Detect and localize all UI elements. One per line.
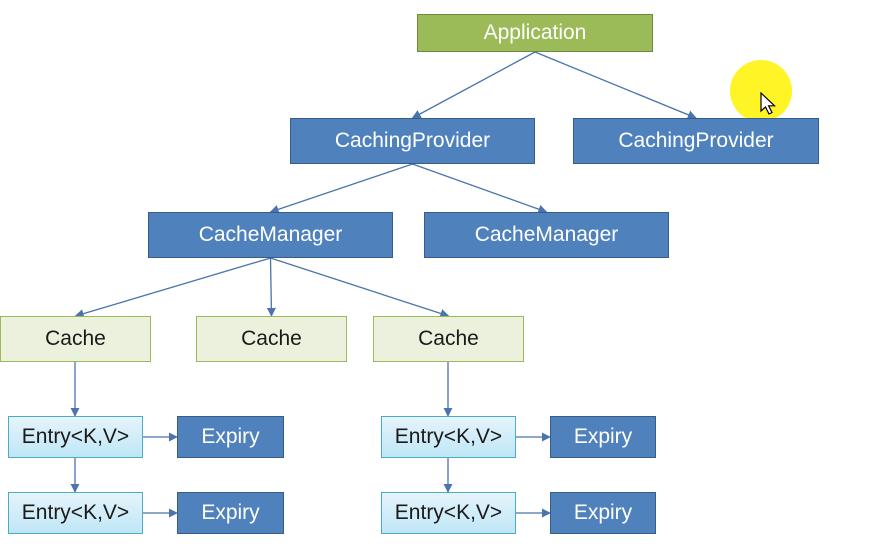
node-e3: Entry<K,V> — [381, 416, 516, 458]
edge-cp1-cm1 — [269, 163, 413, 214]
node-app: Application — [417, 14, 653, 52]
node-label: Expiry — [573, 425, 633, 448]
node-label: CacheManager — [198, 223, 343, 246]
node-label: Cache — [241, 327, 302, 350]
mouse-pointer-icon — [760, 92, 777, 115]
node-label: Entry<K,V> — [21, 501, 130, 524]
edge-cp1-cm2 — [412, 163, 548, 214]
node-c1: Cache — [0, 316, 151, 362]
node-x2: Expiry — [177, 492, 284, 534]
node-label: Entry<K,V> — [21, 425, 130, 448]
node-c3: Cache — [373, 316, 524, 362]
node-label: Entry<K,V> — [394, 501, 503, 524]
edge-cm1-c2 — [266, 257, 276, 317]
node-cp2: CachingProvider — [573, 118, 819, 164]
edge-cm1-c3 — [270, 257, 450, 318]
node-cm2: CacheManager — [424, 212, 669, 258]
node-label: Cache — [45, 327, 106, 350]
node-x4: Expiry — [550, 492, 656, 534]
node-x3: Expiry — [550, 416, 656, 458]
node-cp1: CachingProvider — [290, 118, 535, 164]
node-e1: Entry<K,V> — [8, 416, 143, 458]
node-x1: Expiry — [177, 416, 284, 458]
node-label: CacheManager — [474, 223, 619, 246]
node-label: Expiry — [573, 501, 633, 524]
node-e2: Entry<K,V> — [8, 492, 143, 534]
node-label: Expiry — [201, 501, 260, 524]
node-label: CachingProvider — [618, 129, 774, 152]
node-label: Expiry — [201, 425, 260, 448]
node-e4: Entry<K,V> — [381, 492, 516, 534]
node-label: Application — [483, 21, 587, 44]
node-cm1: CacheManager — [148, 212, 393, 258]
node-label: CachingProvider — [334, 129, 491, 152]
edge-app-cp1 — [411, 51, 536, 119]
edge-app-cp2 — [534, 51, 697, 120]
node-c2: Cache — [196, 316, 347, 362]
edge-cm1-c1 — [74, 257, 271, 319]
node-label: Cache — [418, 327, 479, 350]
node-label: Entry<K,V> — [394, 425, 503, 448]
